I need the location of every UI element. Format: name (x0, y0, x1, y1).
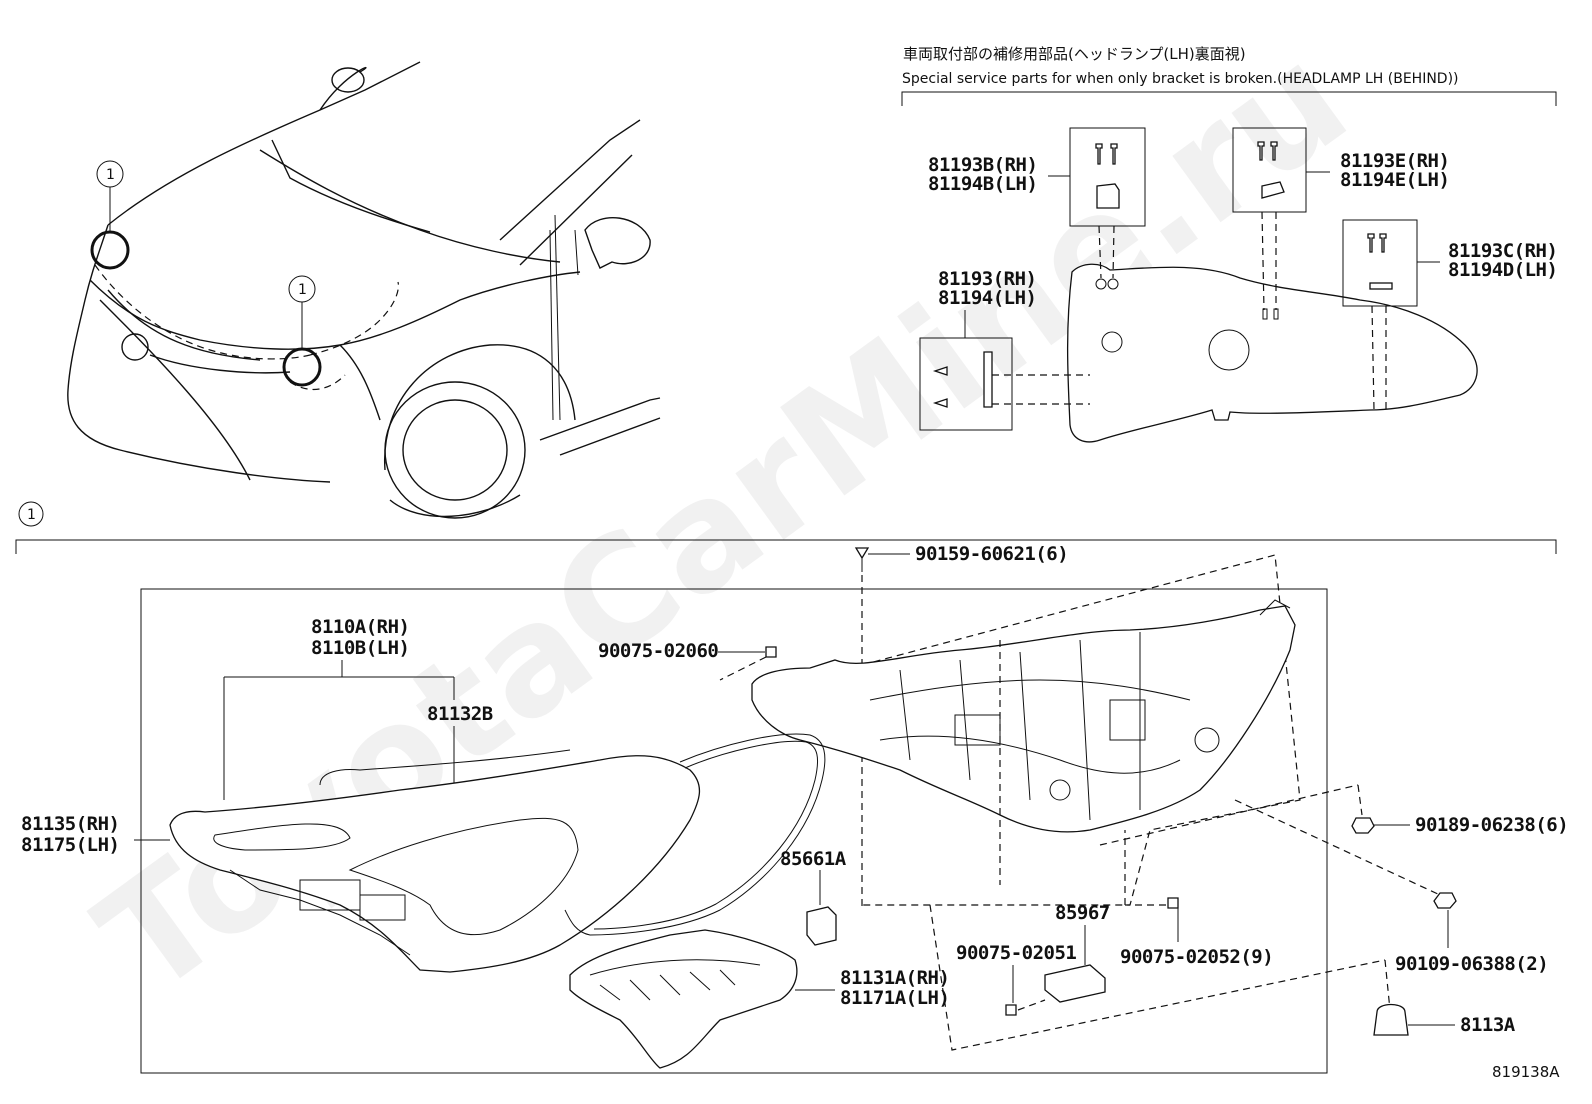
part-label-81194d: 81194D(LH) (1448, 259, 1557, 281)
screw-icon (1167, 897, 1179, 909)
inset-title-jp: 車両取付部の補修用部品(ヘッドランプ(LH)裏面視) (903, 45, 1246, 63)
inset-title-en: Special service parts for when only brac… (902, 71, 1459, 87)
screw-icon (1270, 141, 1278, 161)
part-label-81171a: 81171A(LH) (840, 987, 949, 1009)
part-label-90075-02060: 90075-02060 (598, 640, 718, 662)
screw-icon (1095, 143, 1103, 165)
headlamp-housing (751, 605, 1296, 833)
part-label-81193b: 81193B(RH) (928, 154, 1037, 176)
module-icon (1044, 964, 1106, 1003)
connector-icon (806, 906, 837, 946)
part-label-8110a: 8110A(RH) (311, 616, 409, 638)
screw-icon (1110, 143, 1118, 165)
part-label-81194: 81194(LH) (938, 287, 1036, 309)
part-label-81132b: 81132B (427, 703, 493, 725)
callout-label: 1 (106, 167, 115, 183)
clip-icon (1351, 817, 1375, 834)
screw-icon (1367, 233, 1375, 253)
part-label-81175: 81175(LH) (21, 834, 119, 856)
bracket-c-box (1342, 219, 1418, 307)
part-label-81193e: 81193E(RH) (1340, 150, 1449, 172)
section-callout-label: 1 (27, 507, 36, 523)
part-label-81131a: 81131A(RH) (840, 967, 949, 989)
headlamp-rear-outline (1066, 263, 1478, 443)
part-label-90189-06238: 90189-06238(6) (1415, 814, 1568, 836)
section-1: 1 90159-60621(6) 90075-02060 8110A(RH) 8… (15, 501, 1569, 1074)
screw-icon (932, 398, 948, 408)
bracket-repair-inset: 車両取付部の補修用部品(ヘッドランプ(LH)裏面視) Special servi… (901, 45, 1558, 443)
lower-cover (569, 929, 798, 1069)
part-label-8113a: 8113A (1460, 1014, 1516, 1036)
part-label-90075-02052: 90075-02052(9) (1120, 946, 1273, 968)
screw-icon (1433, 892, 1457, 909)
screw-icon (1005, 1004, 1017, 1016)
part-label-81194b: 81194B(LH) (928, 173, 1037, 195)
part-label-90075-02051: 90075-02051 (956, 942, 1076, 964)
bracket-base-box (919, 337, 1013, 431)
vehicle-sketch: 1 1 (67, 61, 661, 519)
cap-icon (1373, 1003, 1409, 1036)
screw-icon (1257, 141, 1265, 161)
bracket-base-icon (983, 351, 993, 408)
part-label-85661a: 85661A (780, 848, 847, 870)
headlamp-lens (169, 755, 701, 973)
part-label-90159: 90159-60621(6) (915, 543, 1068, 565)
section-callout-circle (18, 501, 44, 527)
diagram-code: 819138A (1492, 1063, 1560, 1081)
headlamp-location-marker (282, 347, 322, 387)
bracket-e-icon (1261, 181, 1285, 199)
bracket-c-icon (1369, 282, 1393, 290)
part-label-81135: 81135(RH) (21, 813, 119, 835)
bracket-b-box (1069, 127, 1146, 227)
part-label-85967: 85967 (1055, 902, 1110, 924)
bracket-e-box (1232, 127, 1307, 213)
part-label-81194e: 81194E(LH) (1340, 169, 1449, 191)
headlamp-location-marker (90, 230, 130, 270)
part-label-90109-06388: 90109-06388(2) (1395, 953, 1548, 975)
bracket-b-icon (1096, 183, 1120, 209)
assembly-frame (140, 588, 1328, 1074)
screw-icon (1379, 233, 1387, 253)
callout-label: 1 (298, 282, 307, 298)
screw-icon (854, 547, 870, 560)
screw-icon (932, 366, 948, 376)
screw-icon (765, 646, 777, 658)
part-label-81193c: 81193C(RH) (1448, 240, 1557, 262)
part-label-81193: 81193(RH) (938, 268, 1036, 290)
part-label-8110b: 8110B(LH) (311, 637, 409, 659)
